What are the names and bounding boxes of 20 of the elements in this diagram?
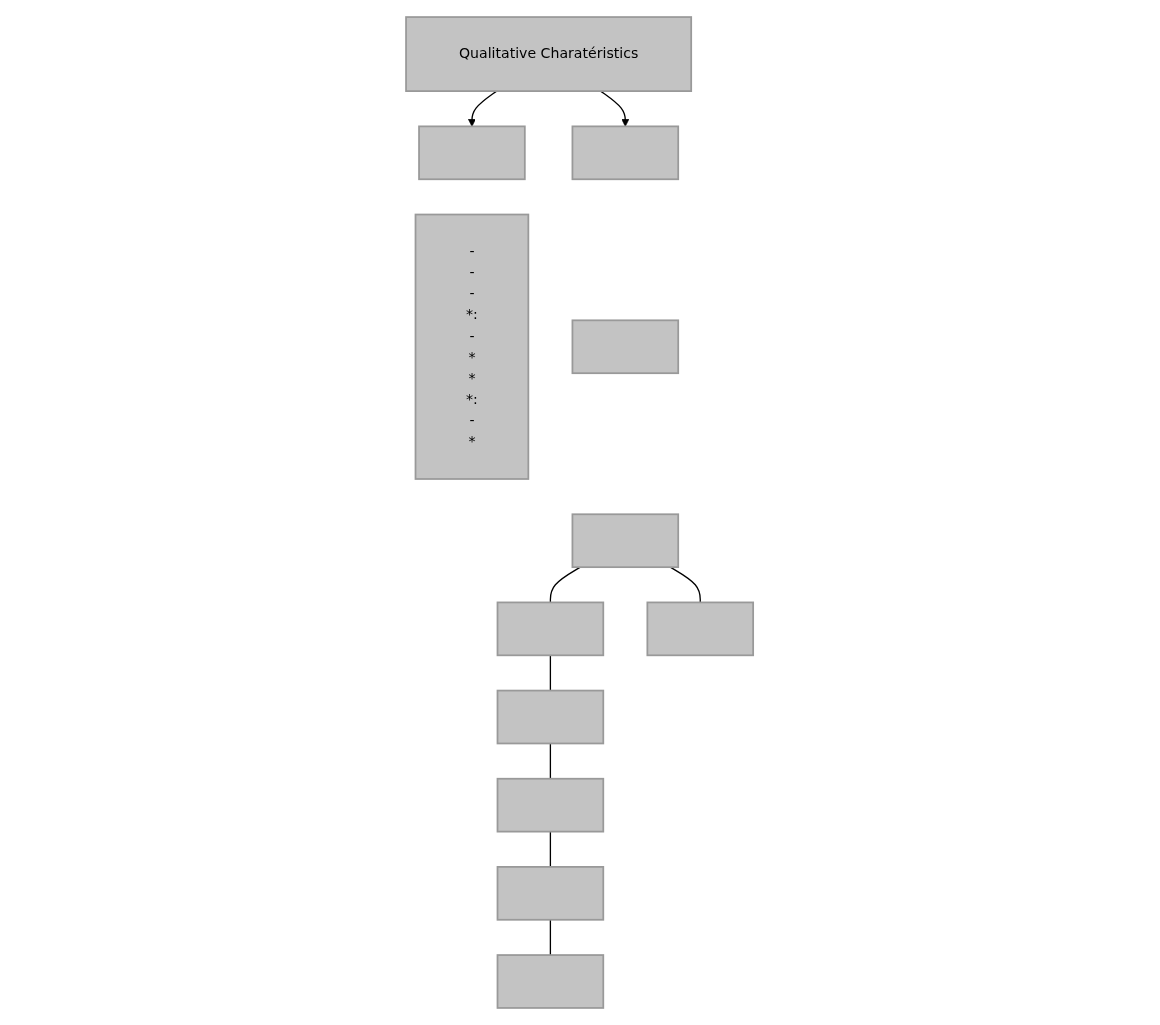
node-box: Qualitative Charatéristics (405, 16, 693, 92)
connector (550, 742, 552, 780)
connector (550, 830, 552, 868)
node-box (497, 866, 605, 921)
connector (550, 919, 552, 956)
node-box: - - - *: - * * *: - * (415, 213, 530, 480)
node-box (497, 954, 605, 1009)
node-box (571, 319, 680, 375)
node-box (571, 125, 680, 181)
node-box (497, 601, 605, 657)
connector (550, 654, 552, 692)
node-box (497, 689, 605, 745)
node-box (497, 777, 605, 833)
arrow (468, 90, 498, 127)
arrow (600, 90, 630, 127)
connector (550, 566, 582, 604)
node-box (646, 601, 755, 657)
node-box (571, 513, 680, 569)
node-box (418, 125, 527, 181)
connector (670, 566, 702, 604)
